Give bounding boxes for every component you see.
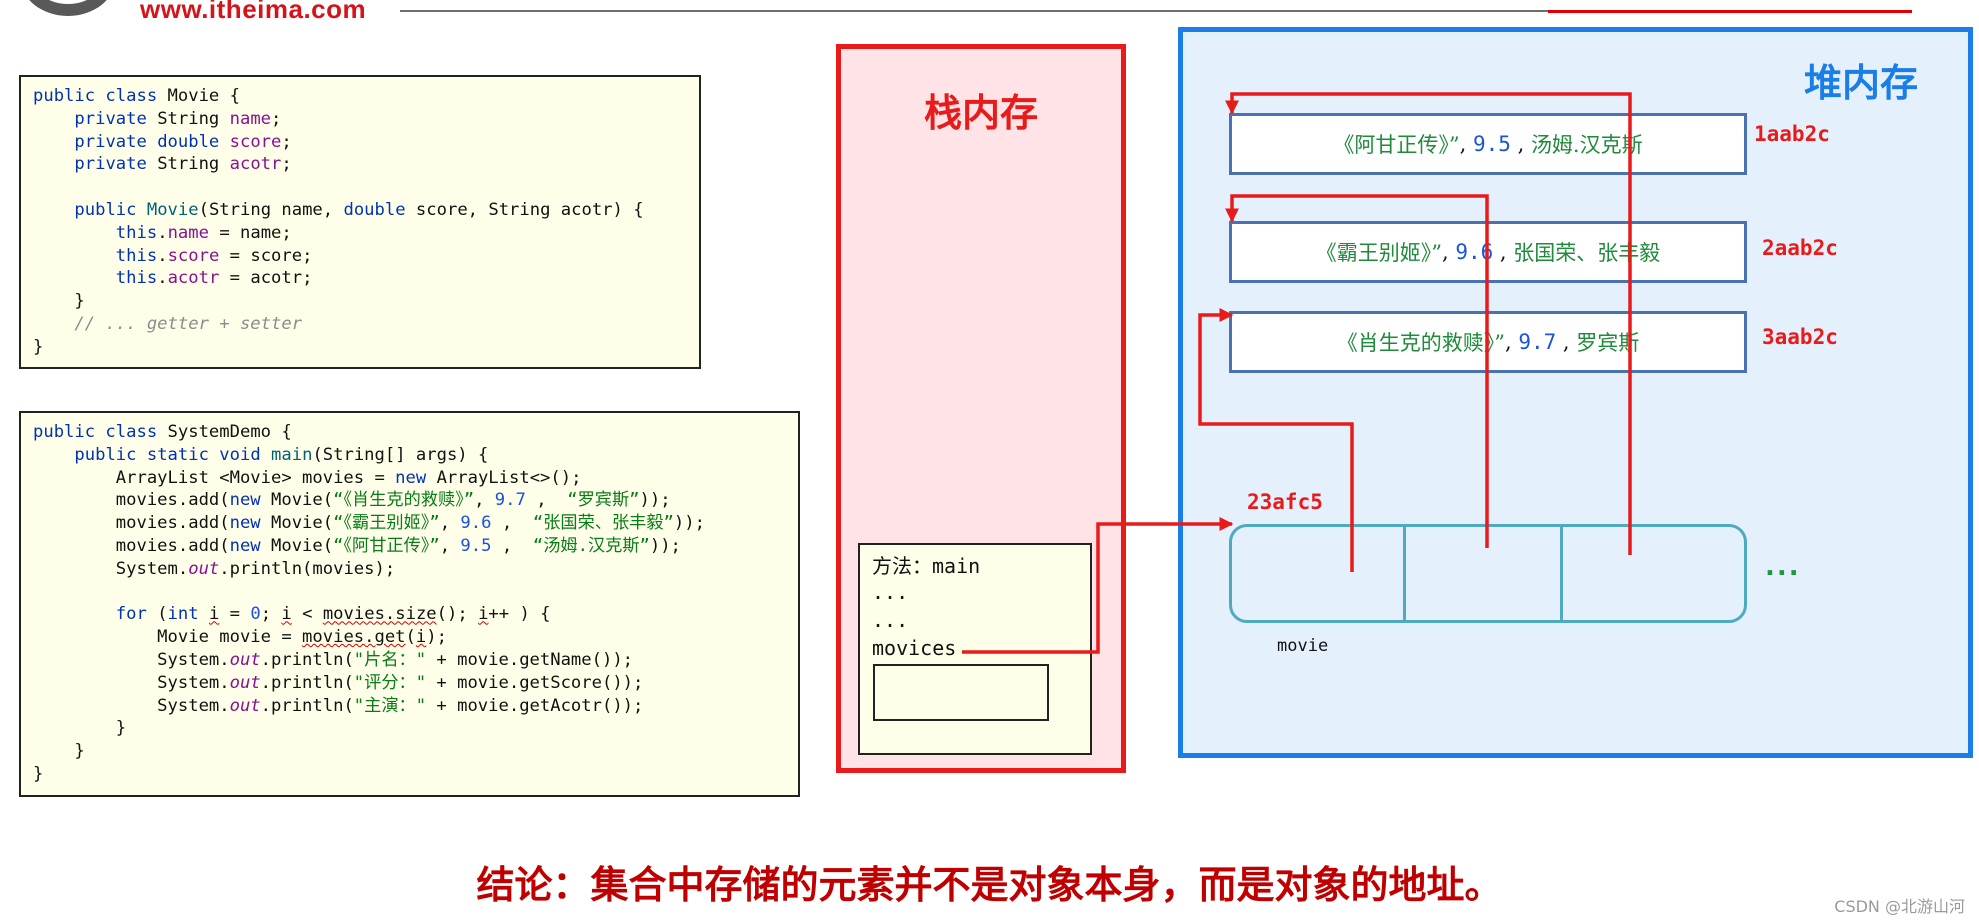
code-line: this.score = score; <box>115 245 313 266</box>
code-line: ArrayList <Movie> movies = new ArrayList… <box>33 467 582 488</box>
arraylist-box <box>1229 524 1747 623</box>
object-2-address: 2aab2c <box>1762 236 1838 260</box>
object-3-address: 3aab2c <box>1762 325 1838 349</box>
object-actor: 张国荣、张丰毅 <box>1513 241 1661 265</box>
code-line: private double score; <box>74 131 292 152</box>
object-title: 《肖生克的救赎》” <box>1336 331 1505 355</box>
frame-method-label: 方法：main <box>872 554 981 578</box>
code-line: } <box>33 741 85 762</box>
code-line: private String acotr; <box>74 154 292 175</box>
arraylist-divider <box>1560 524 1563 623</box>
code-line: public class SystemDemo { <box>33 422 292 442</box>
logo-ring-icon <box>20 0 116 16</box>
object-score: 9.6 <box>1455 240 1494 264</box>
code-line: System.out.println("主演：" + movie.getAcot… <box>33 695 644 716</box>
stack-memory-title: 栈内存 <box>923 91 1038 135</box>
code-line: } <box>33 291 85 312</box>
header-rule <box>400 10 1912 12</box>
code-line: movies.add(new Movie(“《霸王别姬》”, 9.6 , “张国… <box>33 513 705 534</box>
code-line: for (int i = 0; i < movies.size(); i++ )… <box>115 604 551 625</box>
code-line: public class Movie { <box>33 86 240 106</box>
object-title: 《霸王别姬》” <box>1315 241 1442 265</box>
frame-dots-2: ... <box>872 608 909 632</box>
code-line: } <box>33 718 127 739</box>
conclusion-text: 结论：集合中存储的元素并不是对象本身，而是对象的地址。 <box>476 863 1503 907</box>
frame-dots-1: ... <box>872 580 909 604</box>
object-score: 9.5 <box>1472 132 1511 156</box>
code-line: public Movie(String name, double score, … <box>74 199 644 220</box>
code-line: private String name; <box>74 108 282 129</box>
code-line: System.out.println("评分：" + movie.getScor… <box>33 672 644 693</box>
object-score: 9.7 <box>1518 330 1557 354</box>
heap-object-2: 《霸王别姬》”, 9.6 , 张国荣、张丰毅 <box>1229 221 1747 283</box>
code-line: this.name = name; <box>115 222 292 243</box>
heap-object-1: 《阿甘正传》”, 9.5 , 汤姆.汉克斯 <box>1229 113 1747 175</box>
code-line: System.out.println(movies); <box>33 558 396 579</box>
object-actor: 罗宾斯 <box>1576 331 1640 355</box>
header-accent-rule <box>1548 10 1912 13</box>
object-actor: 汤姆.汉克斯 <box>1530 133 1643 157</box>
frame-variable-cell <box>873 664 1049 721</box>
arraylist-divider <box>1403 524 1406 623</box>
code-line: } <box>33 336 44 357</box>
system-demo-code: public class SystemDemo { public static … <box>19 411 800 797</box>
code-line: this.acotr = acotr; <box>115 268 313 289</box>
movie-class-code: public class Movie { private String name… <box>19 75 701 369</box>
code-line: movies.add(new Movie(“《肖生克的救赎》”, 9.7 , “… <box>33 490 671 511</box>
arraylist-label: movie <box>1277 636 1329 656</box>
code-line: } <box>33 763 44 784</box>
object-1-address: 1aab2c <box>1754 122 1830 146</box>
frame-variable-label: movices <box>872 636 957 660</box>
logo-url: www.itheima.com <box>140 0 367 24</box>
code-line: public static void main(String[] args) { <box>74 444 489 465</box>
more-elements-ellipsis: ... <box>1765 552 1801 582</box>
watermark: CSDN @北游山河 <box>1834 897 1965 916</box>
code-line: System.out.println("片名：" + movie.getName… <box>33 649 634 670</box>
code-line: movies.add(new Movie(“《阿甘正传》”, 9.5 , “汤姆… <box>33 535 681 556</box>
code-line: Movie movie = movies.get(i); <box>33 627 447 648</box>
object-title: 《阿甘正传》” <box>1333 133 1460 157</box>
code-comment: // ... getter + setter <box>33 313 303 334</box>
list-address: 23afc5 <box>1247 490 1323 514</box>
heap-memory-title: 堆内存 <box>1804 61 1919 105</box>
heap-object-3: 《肖生克的救赎》”, 9.7 , 罗宾斯 <box>1229 311 1747 373</box>
